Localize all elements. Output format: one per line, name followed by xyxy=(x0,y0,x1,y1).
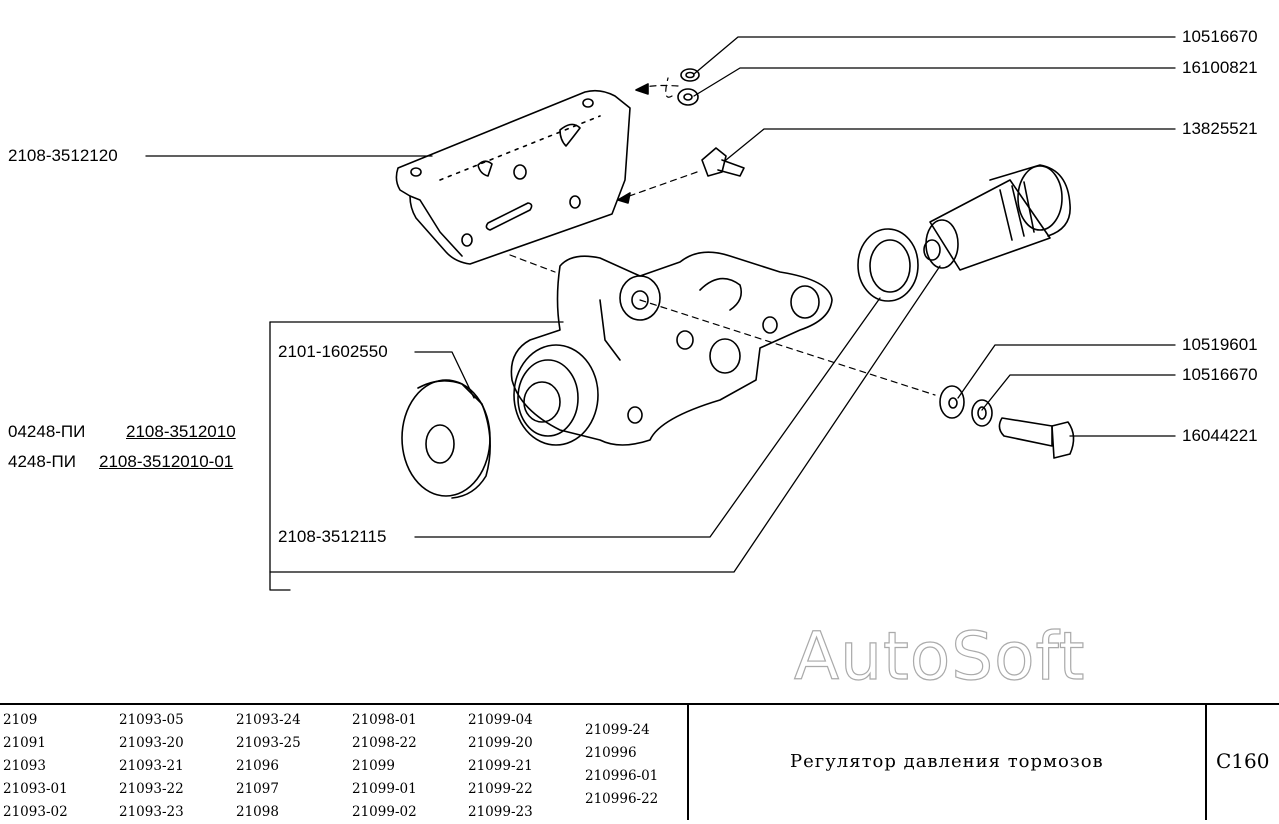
exploded-parts-diagram: 10516670 16100821 13825521 2108-3512120 … xyxy=(8,27,1258,696)
callout-16100821: 16100821 xyxy=(1182,58,1258,77)
model-item: 21098-22 xyxy=(352,735,417,751)
model-item: 21098 xyxy=(236,804,279,820)
model-item: 210996 xyxy=(585,745,637,761)
model-item: 21093-02 xyxy=(3,804,68,820)
divider xyxy=(687,705,689,820)
arrow-head xyxy=(617,192,631,204)
model-item: 21099-24 xyxy=(585,722,650,738)
model-column-1: 2109 21091 21093 21093-01 21093-02 xyxy=(3,709,68,824)
page-code: С160 xyxy=(1216,749,1270,773)
model-item: 21093-21 xyxy=(119,758,184,774)
o-ring xyxy=(857,228,919,302)
small-fasteners xyxy=(677,68,1075,459)
callout-2101-1602550: 2101-1602550 xyxy=(278,342,388,361)
page-title: Регулятор давления тормозов xyxy=(790,751,1104,772)
model-column-5: 21099-04 21099-20 21099-21 21099-22 2109… xyxy=(468,709,533,824)
diagram-drawing xyxy=(145,36,1176,591)
assembly-part-b: 2108-3512010-01 xyxy=(99,452,234,471)
model-item: 21096 xyxy=(236,758,279,774)
model-column-2: 21093-05 21093-20 21093-21 21093-22 2109… xyxy=(119,709,184,824)
regulator-body xyxy=(510,251,833,446)
bracket-plate xyxy=(395,89,631,265)
callout-10516670-b: 10516670 xyxy=(1182,365,1258,384)
model-item: 2109 xyxy=(3,712,38,728)
model-item: 21093-24 xyxy=(236,712,301,728)
model-item: 21099-21 xyxy=(468,758,533,774)
model-item: 21099-02 xyxy=(352,804,417,820)
callout-16044221: 16044221 xyxy=(1182,426,1258,445)
alignment-lines xyxy=(509,77,936,396)
model-item: 21098-01 xyxy=(352,712,417,728)
watermark: AutoSoft xyxy=(793,617,1086,695)
model-item: 21093-05 xyxy=(119,712,184,728)
model-item: 21099-20 xyxy=(468,735,533,751)
model-item: 21099-23 xyxy=(468,804,533,820)
model-item: 21093-01 xyxy=(3,781,68,797)
rubber-bushing xyxy=(401,379,491,499)
leader-lines xyxy=(145,36,1176,591)
model-item: 210996-01 xyxy=(585,768,659,784)
model-item: 21093-25 xyxy=(236,735,301,751)
model-item: 21099-01 xyxy=(352,781,417,797)
model-item: 21099-22 xyxy=(468,781,533,797)
model-item: 21093-22 xyxy=(119,781,184,797)
divider xyxy=(1205,705,1207,820)
model-item: 21099-04 xyxy=(468,712,533,728)
arrow-head xyxy=(635,83,649,95)
callout-2108-3512120: 2108-3512120 xyxy=(8,146,118,165)
model-column-3: 21093-24 21093-25 21096 21097 21098 xyxy=(236,709,301,824)
model-item: 210996-22 xyxy=(585,791,659,807)
assembly-part-a: 2108-3512010 xyxy=(126,422,236,441)
model-item: 21093-20 xyxy=(119,735,184,751)
model-item: 21093-23 xyxy=(119,804,184,820)
assembly-code-b: 4248-ПИ xyxy=(8,452,76,471)
assembly-code-a: 04248-ПИ xyxy=(8,422,86,441)
model-item: 21091 xyxy=(3,735,46,751)
callout-2108-3512115: 2108-3512115 xyxy=(278,527,387,546)
callout-10519601: 10519601 xyxy=(1182,335,1258,354)
model-column-4: 21098-01 21098-22 21099 21099-01 21099-0… xyxy=(352,709,417,824)
model-column-6: 21099-24 210996 210996-01 210996-22 xyxy=(585,719,658,811)
applicability-footer: 2109 21091 21093 21093-01 21093-02 21093… xyxy=(0,703,1279,820)
plug-assembly xyxy=(923,164,1071,271)
callout-10516670: 10516670 xyxy=(1182,27,1258,46)
callout-13825521: 13825521 xyxy=(1182,119,1258,138)
model-item: 21099 xyxy=(352,758,395,774)
model-item: 21097 xyxy=(236,781,279,797)
model-item: 21093 xyxy=(3,758,46,774)
